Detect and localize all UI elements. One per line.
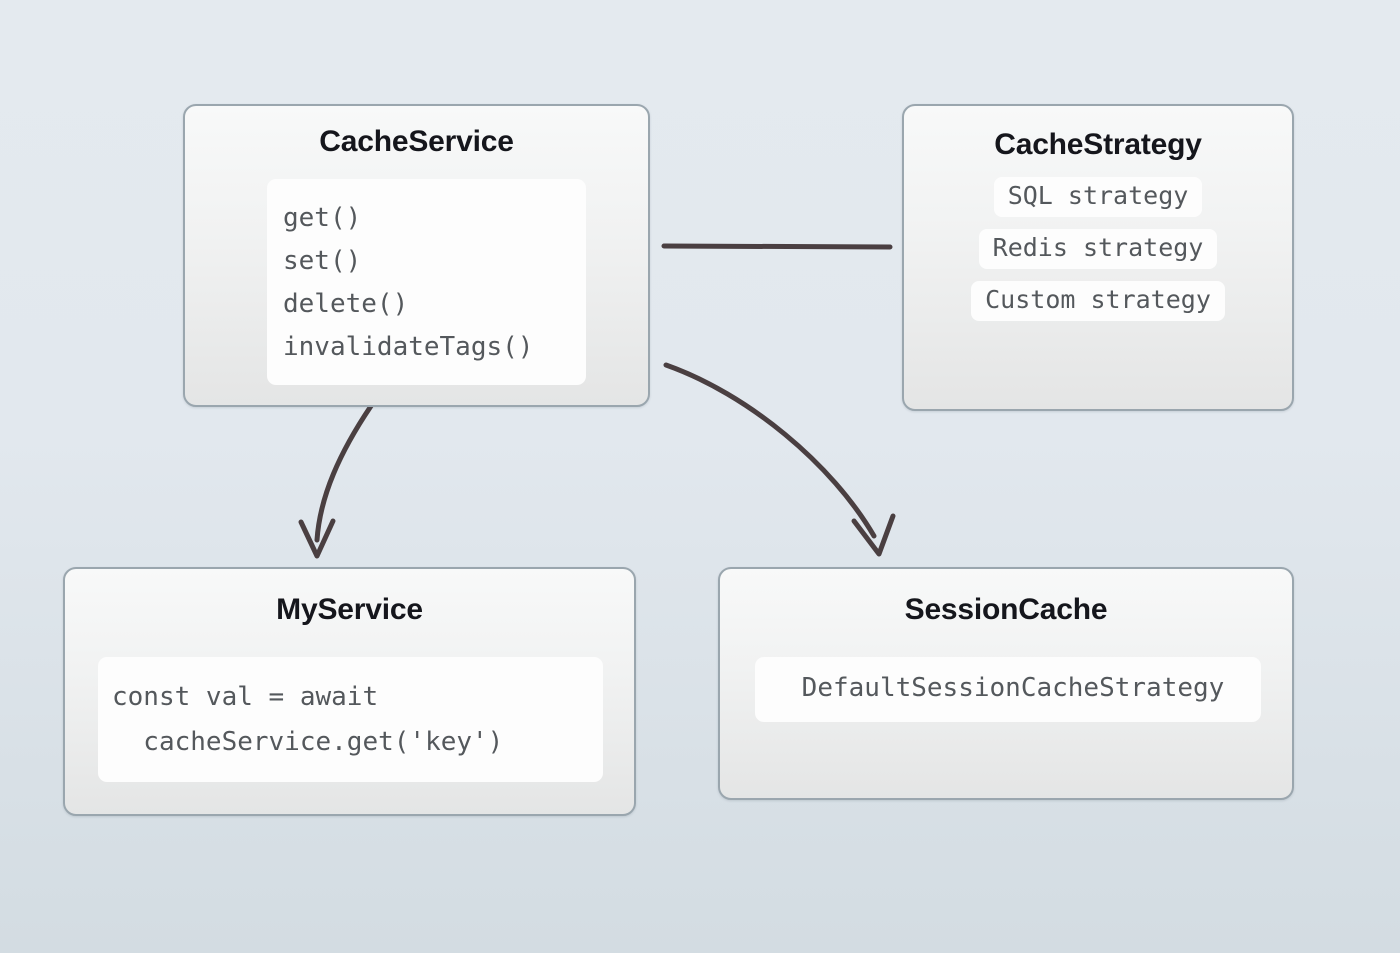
connector-cache-service-to-cache-strategy (661, 243, 893, 250)
node-cache-service-title: CacheService (319, 125, 514, 158)
cache-strategy-chip-list: SQL strategy Redis strategy Custom strat… (904, 177, 1292, 321)
connector-cache-service-to-my-service (314, 403, 374, 543)
node-my-service-title: MyService (276, 593, 423, 626)
arrowhead-my-service (298, 518, 336, 559)
strategy-chip-sql[interactable]: SQL strategy (993, 177, 1203, 217)
arrowhead-session-cache (851, 513, 896, 557)
connector-cache-service-to-session-cache (663, 362, 877, 539)
strategy-chip-redis[interactable]: Redis strategy (978, 229, 1218, 269)
node-session-cache[interactable]: SessionCache DefaultSessionCacheStrategy (718, 567, 1294, 800)
my-service-code-panel: const val = await cacheService.get('key'… (98, 657, 603, 783)
node-session-cache-title: SessionCache (904, 593, 1108, 626)
node-my-service[interactable]: MyService const val = await cacheService… (63, 567, 636, 816)
node-cache-strategy[interactable]: CacheStrategy SQL strategy Redis strateg… (902, 104, 1294, 411)
node-cache-service[interactable]: CacheService get() set() delete() invali… (183, 104, 650, 407)
cache-service-methods-panel: get() set() delete() invalidateTags() (267, 179, 586, 385)
session-cache-implementation-panel: DefaultSessionCacheStrategy (755, 657, 1261, 723)
strategy-chip-custom[interactable]: Custom strategy (971, 281, 1225, 321)
node-cache-strategy-title: CacheStrategy (994, 128, 1202, 161)
